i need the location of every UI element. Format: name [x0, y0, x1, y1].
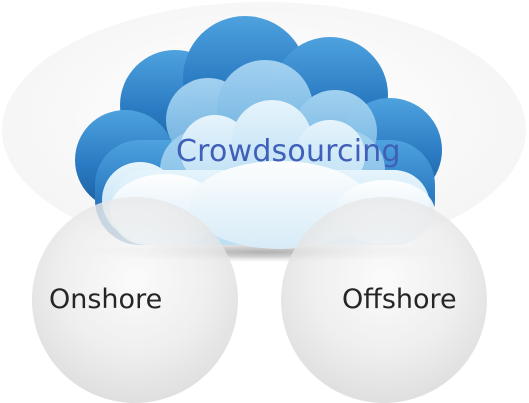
- onshore-circle: [32, 197, 238, 403]
- onshore-label: Onshore: [49, 284, 163, 315]
- crowdsourcing-label: Crowdsourcing: [176, 134, 401, 169]
- offshore-circle: [281, 197, 487, 403]
- offshore-label: Offshore: [342, 284, 457, 315]
